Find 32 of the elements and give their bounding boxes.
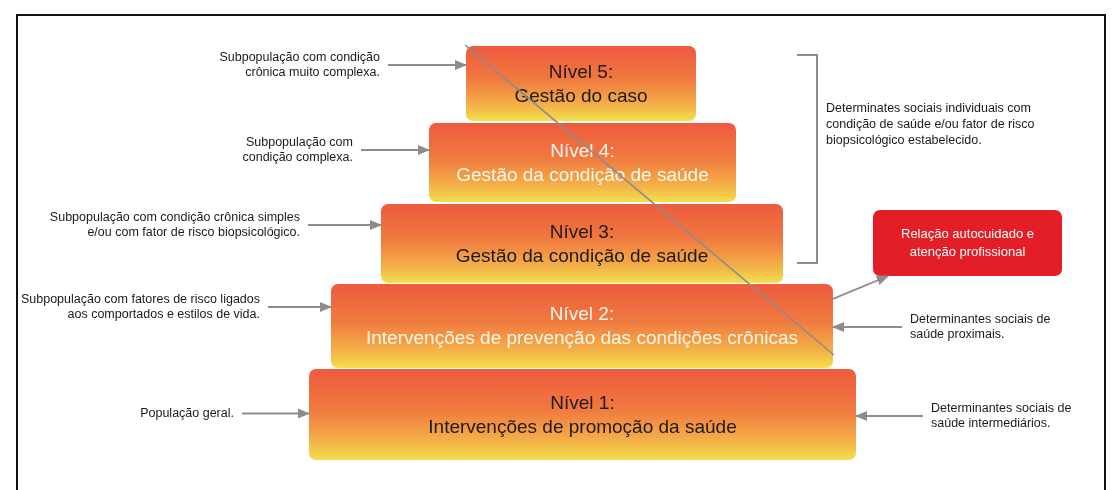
- level-title: Intervenções de promoção da saúde: [428, 414, 737, 439]
- level-box: [309, 369, 856, 460]
- box-text: Relação autocuidado e atenção profissional: [900, 225, 1035, 261]
- level-box: [381, 204, 783, 283]
- arrow: [241, 408, 311, 419]
- arrow: [387, 59, 468, 71]
- arrow: [854, 410, 924, 422]
- level-title: Intervenções de prevenção das condições crônicas: [366, 326, 798, 350]
- determinants-note: Determinantes sociais de saúde intermediários.: [931, 401, 1106, 431]
- population-note: Subpopulação com condição crônica simples e/ou com fator de risco biopsicológico.: [30, 210, 300, 240]
- population-note: População geral.: [110, 406, 234, 421]
- arrow: [307, 219, 383, 231]
- level-box: [466, 46, 696, 121]
- level-box: [429, 123, 736, 202]
- arrow: [360, 144, 431, 156]
- arrow: [832, 275, 890, 300]
- level-number: Nível 4:: [550, 138, 615, 163]
- highlight-box: [873, 210, 1062, 276]
- determinants-note: Determinantes sociais de saúde proximais.: [910, 312, 1070, 342]
- arrow: [267, 301, 333, 313]
- level-number: Nível 1:: [550, 390, 615, 415]
- population-note: Subpopulação com condição complexa.: [205, 135, 353, 165]
- level-number: Nível 3:: [549, 219, 615, 244]
- level-number: Nível 5:: [548, 59, 614, 84]
- level-title: Gestão do caso: [514, 83, 648, 108]
- level-number: Nível 2:: [549, 302, 615, 326]
- population-note: Subpopulação com fatores de risco ligados aos comportados e estilos de vida.: [20, 292, 260, 322]
- level-title: Gestão da condição de saúde: [455, 243, 709, 268]
- level-box: [331, 284, 833, 368]
- population-note: Subpopulação com condição crônica muito complexa.: [215, 50, 380, 80]
- arrow: [831, 321, 903, 333]
- note-text: Determinates sociais individuais com condição de saúde e/ou fator de risco biopsicológico estabelecido.: [826, 100, 1036, 148]
